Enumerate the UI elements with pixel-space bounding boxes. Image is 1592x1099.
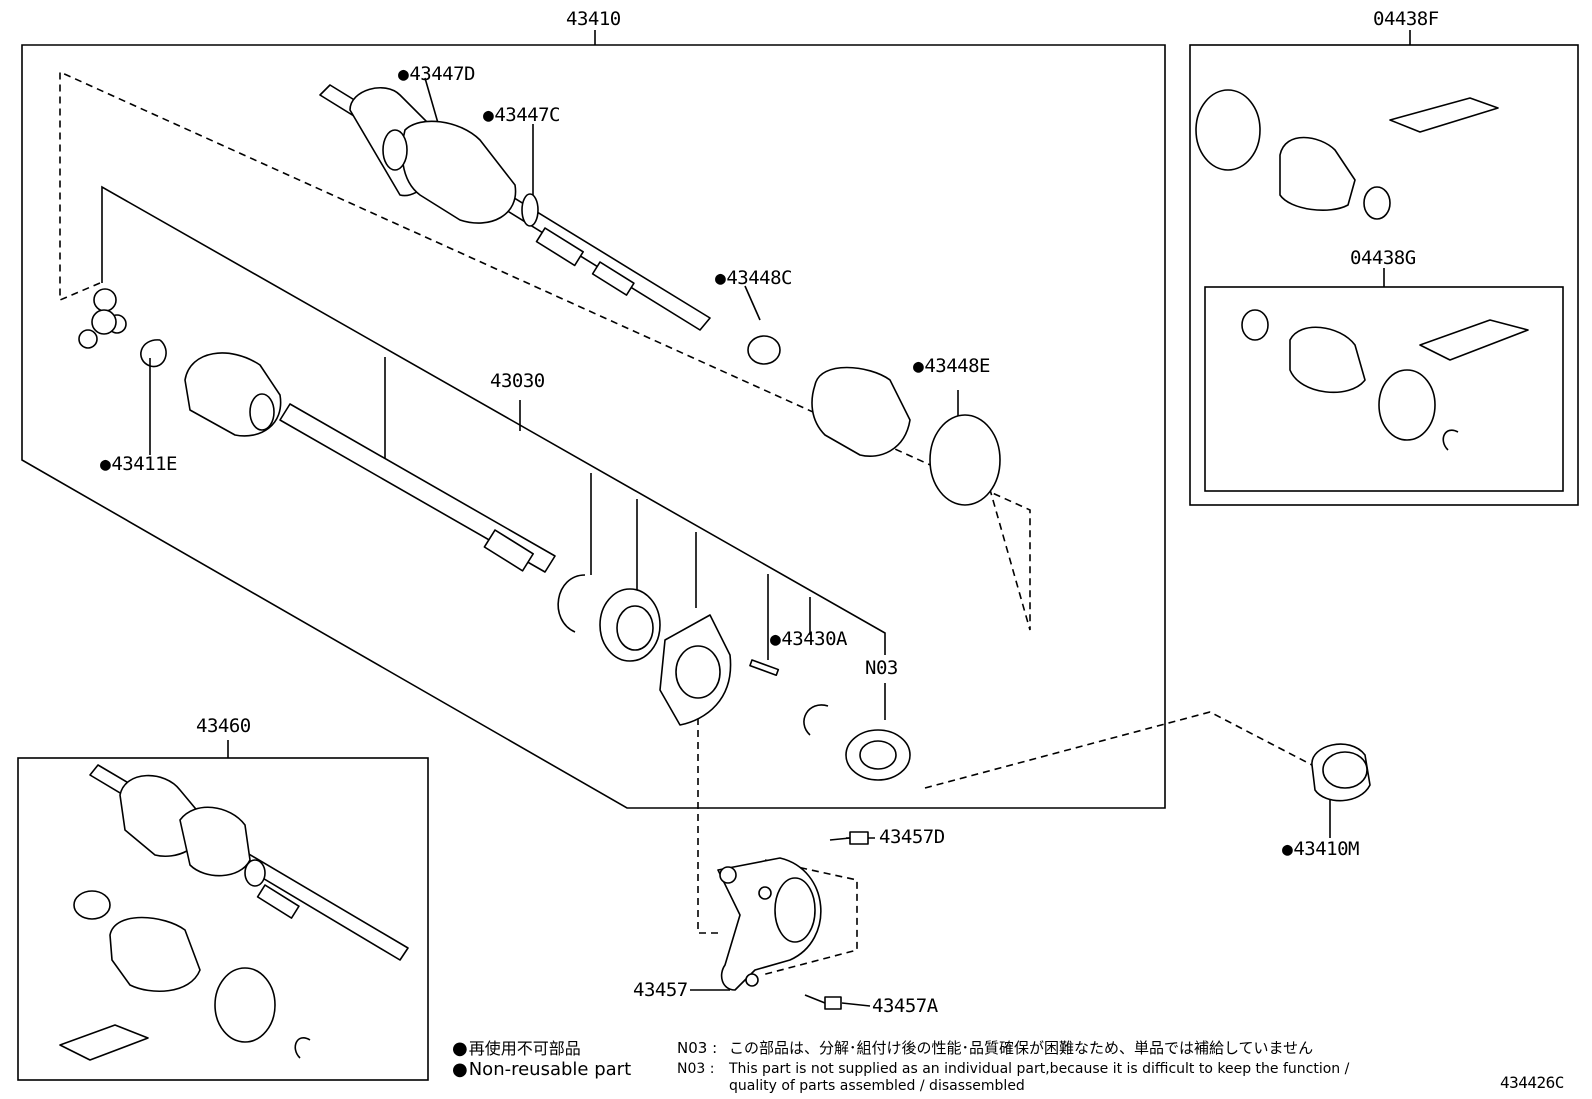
snap-ring-43430A xyxy=(803,704,829,736)
note-n03-en-line2: quality of parts assembled / disassemble… xyxy=(729,1078,1025,1094)
label-43448E: 43448E xyxy=(913,355,990,377)
note-code: N03 : xyxy=(677,1039,718,1057)
guide-line-bracket xyxy=(697,718,718,934)
kit-frame-04438F xyxy=(1189,44,1579,506)
assembly-frame-43410 xyxy=(21,44,1166,809)
note-n03-jp-text: この部品は、分解･組付け後の性能･品質確保が困難なため、単品では補給していません xyxy=(729,1039,1314,1057)
note-n03-en-line1: This part is not supplied as an individu… xyxy=(729,1061,1350,1077)
label-04438G: 04438G xyxy=(1350,247,1416,269)
label-43411E: 43411E xyxy=(100,453,177,475)
label-04438F: 04438F xyxy=(1373,8,1439,30)
snap-ring-43030 xyxy=(557,574,586,633)
assembly-frame-43460 xyxy=(17,757,429,1081)
bearing xyxy=(599,588,661,662)
snap-ring-43411E xyxy=(140,339,167,368)
note-code-en: N03 : xyxy=(677,1061,715,1077)
label-43410M: 43410M xyxy=(1282,838,1359,860)
note-n03-en: N03 : This part is not supplied as an ind… xyxy=(677,1061,1349,1077)
note-n03-jp: N03 : この部品は、分解･組付け後の性能･品質確保が困難なため、単品では補給し… xyxy=(677,1037,1313,1058)
inner-drive-shaft xyxy=(184,352,556,573)
tripod-joint xyxy=(78,288,127,349)
label-43410: 43410 xyxy=(566,8,621,30)
bearing-bracket xyxy=(659,614,732,726)
kit-04438F-parts xyxy=(1195,89,1499,220)
bracket-43457 xyxy=(717,857,822,991)
outer-drive-shaft xyxy=(319,84,711,331)
pin-43430A xyxy=(749,659,780,677)
seal-N03 xyxy=(845,729,911,781)
legend-non-reusable-en: Non-reusable part xyxy=(452,1059,631,1080)
boot-band-43448E xyxy=(929,414,1001,506)
label-43447D: 43447D xyxy=(398,63,475,85)
label-43460: 43460 xyxy=(196,715,251,737)
label-43457D: 43457D xyxy=(879,826,945,848)
guide-line-upper xyxy=(59,70,1031,631)
boot-clamp-43448C xyxy=(747,335,781,365)
label-43457: 43457 xyxy=(633,979,688,1001)
label-N03: N03 xyxy=(865,657,898,679)
label-43457A: 43457A xyxy=(872,995,938,1017)
label-43430A: 43430A xyxy=(770,628,847,650)
subassembly-frame-43030 xyxy=(101,185,886,655)
label-43447C: 43447C xyxy=(483,104,560,126)
label-43030: 43030 xyxy=(490,370,545,392)
boot-43448E xyxy=(811,366,911,457)
assembly-43460-parts xyxy=(59,764,409,1061)
kit-04438G-parts xyxy=(1241,309,1529,451)
label-43448C: 43448C xyxy=(715,267,792,289)
guide-line-seal xyxy=(924,711,1313,789)
figure-id: 434426C xyxy=(1500,1073,1564,1092)
bolt-43457A xyxy=(804,994,842,1010)
seal-43410M xyxy=(1311,743,1371,802)
bolt-43457D xyxy=(829,831,869,845)
legend-non-reusable-jp: 再使用不可部品 xyxy=(452,1035,581,1059)
